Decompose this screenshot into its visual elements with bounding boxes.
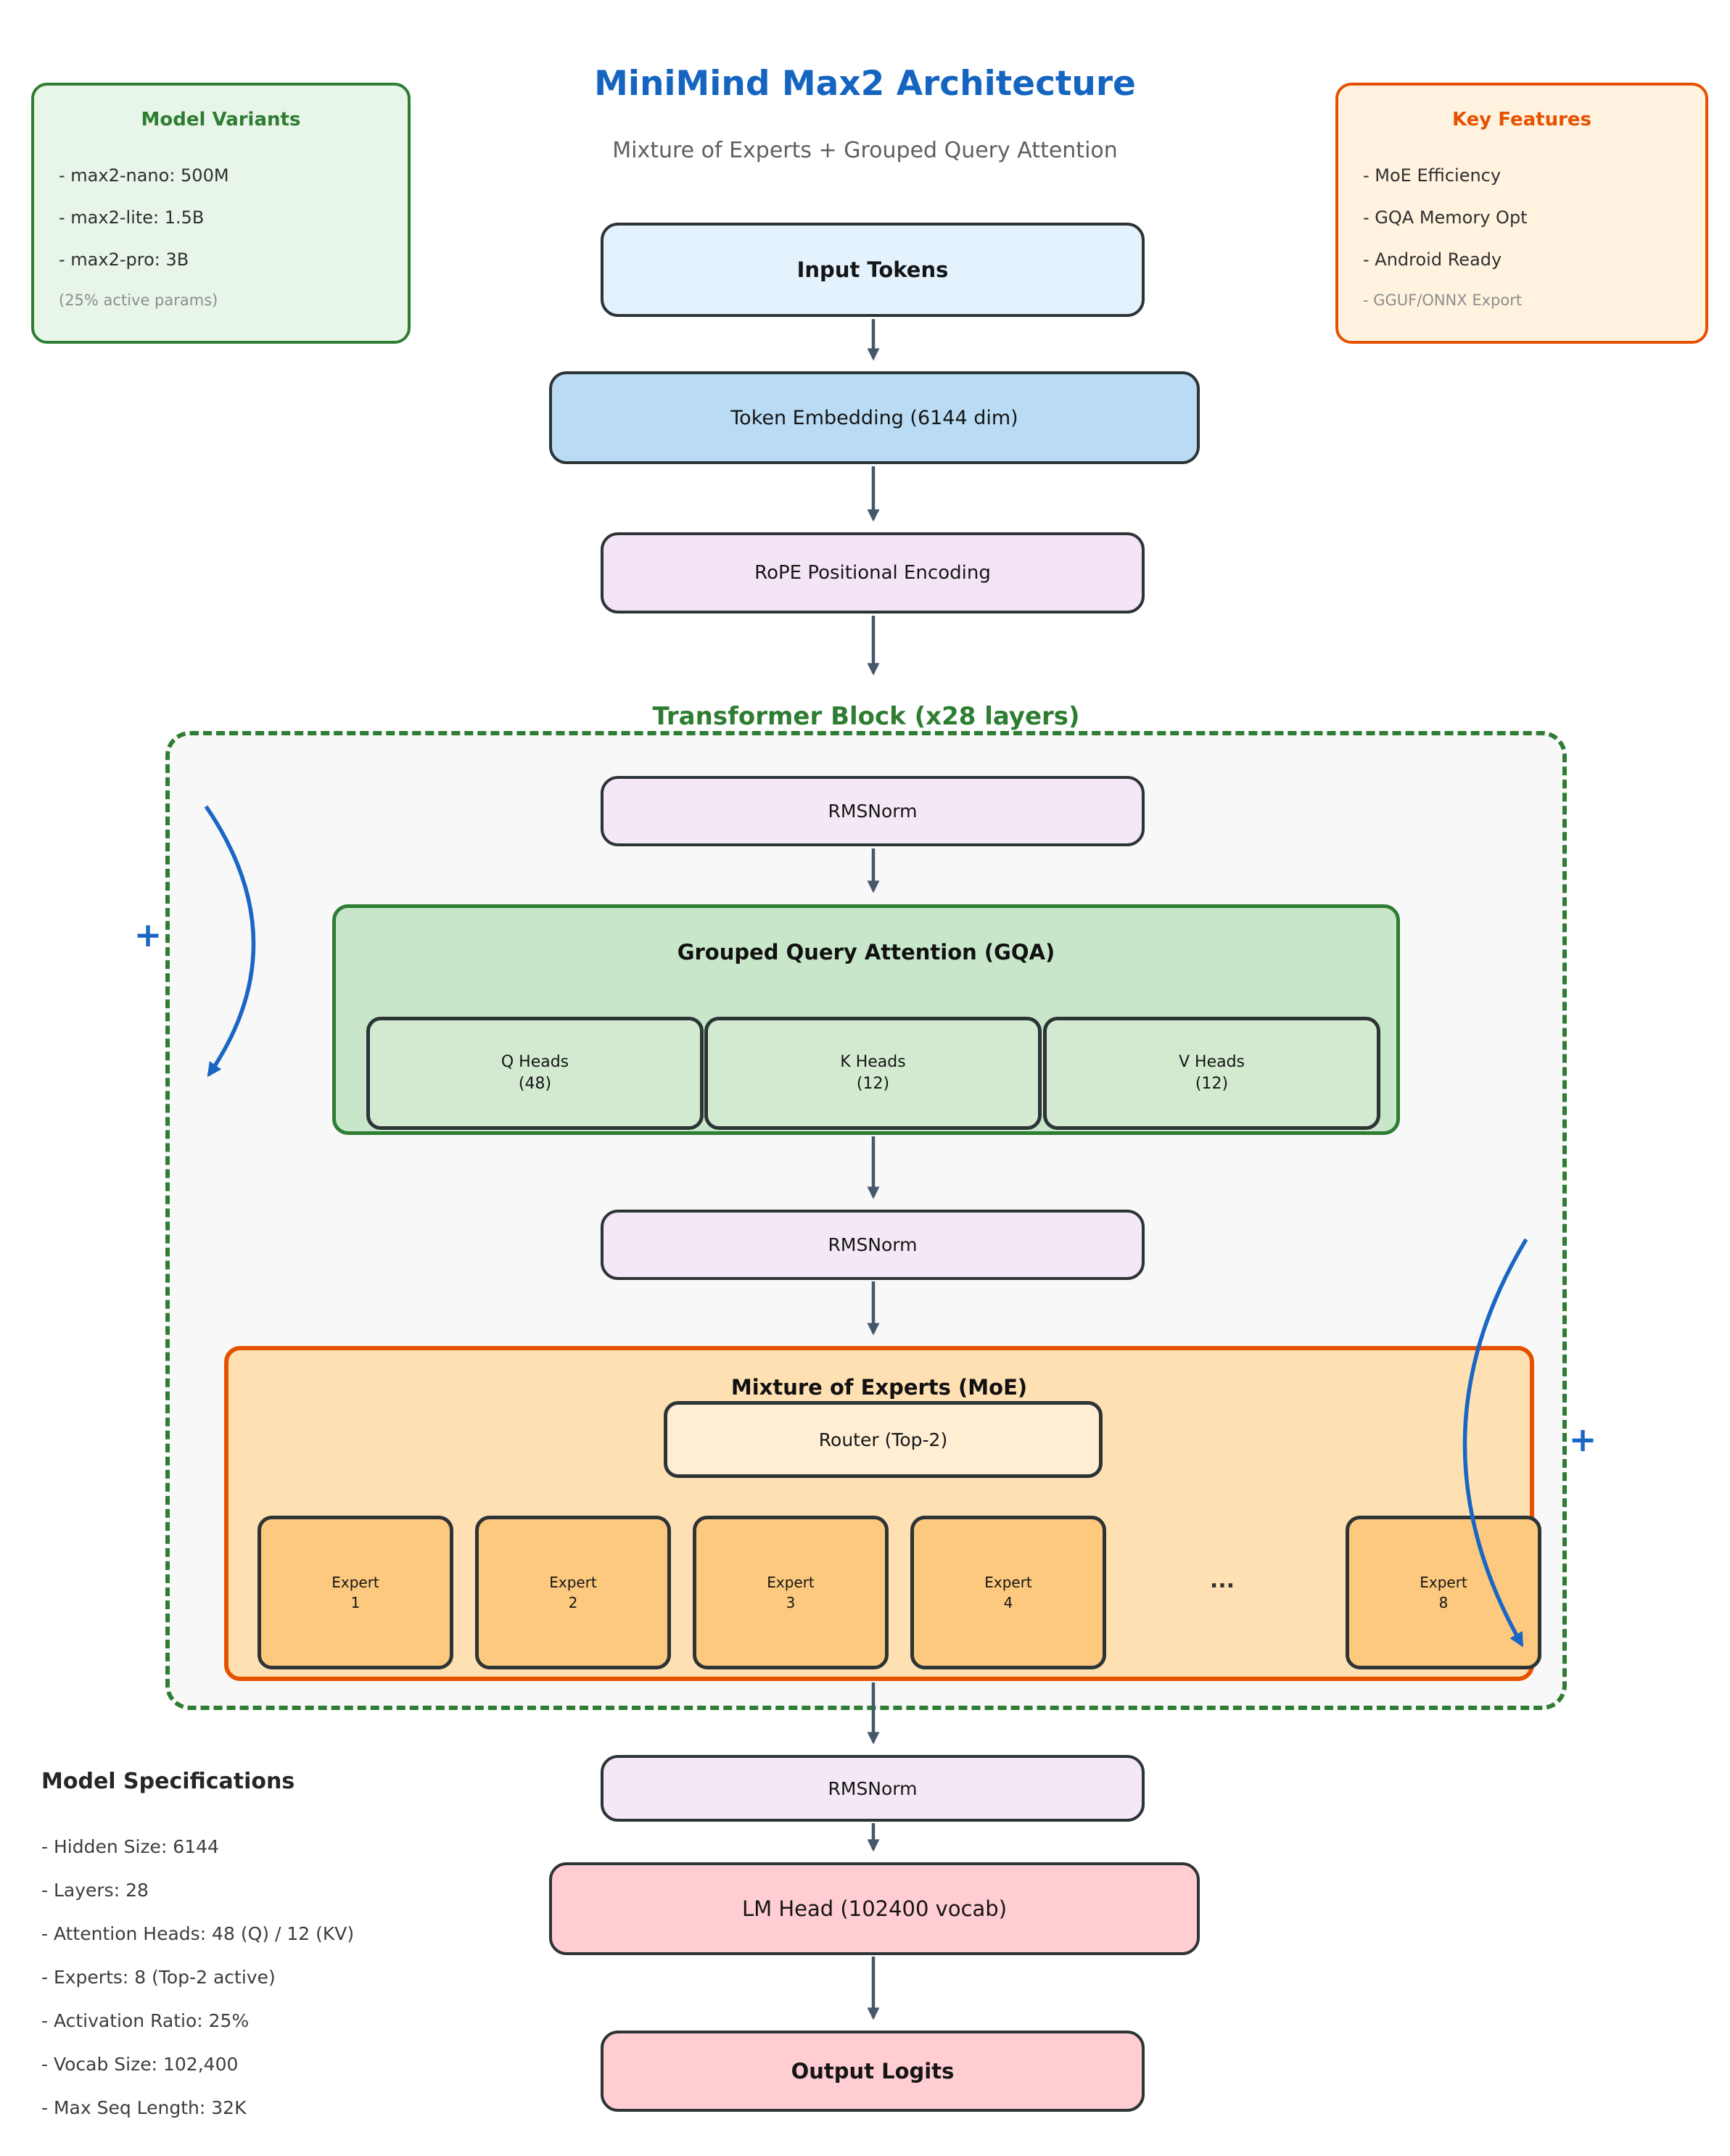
list-item: - max2-lite: 1.5B bbox=[59, 207, 205, 228]
head-count: (12) bbox=[856, 1075, 890, 1093]
key-features-list: - MoE Efficiency - GQA Memory Opt - Andr… bbox=[1363, 167, 1691, 308]
node-token-embedding: Token Embedding (6144 dim) bbox=[549, 371, 1200, 464]
expert-number: 1 bbox=[350, 1594, 361, 1611]
spec-item: - Max Seq Length: 32K bbox=[41, 2097, 247, 2118]
expert-name: Expert bbox=[1420, 1574, 1467, 1591]
spec-item: - Activation Ratio: 25% bbox=[41, 2010, 250, 2031]
list-item: - MoE Efficiency bbox=[1363, 165, 1502, 186]
node-rmsnorm-pre-moe: RMSNorm bbox=[601, 1210, 1145, 1280]
model-variants-title: Model Variants bbox=[141, 109, 301, 131]
node-expert-3: Expert 3 bbox=[693, 1516, 889, 1669]
node-k-heads: K Heads (12) bbox=[704, 1017, 1042, 1130]
head-name: Q Heads bbox=[501, 1053, 569, 1071]
expert-name: Expert bbox=[331, 1574, 379, 1591]
head-name: V Heads bbox=[1178, 1053, 1245, 1071]
model-specs-title: Model Specifications bbox=[41, 1769, 295, 1794]
model-specs: Model Specifications - Hidden Size: 6144… bbox=[41, 1771, 506, 2142]
node-v-heads: V Heads (12) bbox=[1043, 1017, 1380, 1130]
page-title: MiniMind Max2 Architecture bbox=[594, 64, 1136, 104]
model-variants-panel: Model Variants - max2-nano: 500M - max2-… bbox=[31, 83, 411, 344]
gqa-container: Grouped Query Attention (GQA) Q Heads (4… bbox=[332, 904, 1400, 1135]
list-item: - Android Ready bbox=[1363, 249, 1502, 270]
node-rope-encoding: RoPE Positional Encoding bbox=[601, 532, 1145, 614]
spec-item: - Experts: 8 (Top-2 active) bbox=[41, 1967, 276, 1988]
expert-number: 8 bbox=[1438, 1594, 1449, 1611]
residual-plus-right: + bbox=[1568, 1420, 1597, 1459]
head-count: (48) bbox=[518, 1075, 552, 1093]
expert-number: 3 bbox=[786, 1594, 796, 1611]
model-variants-list: - max2-nano: 500M - max2-lite: 1.5B - ma… bbox=[59, 167, 393, 308]
list-note: (25% active params) bbox=[59, 292, 218, 309]
list-item: - max2-nano: 500M bbox=[59, 165, 229, 186]
residual-plus-left: + bbox=[133, 915, 162, 954]
node-expert-4: Expert 4 bbox=[910, 1516, 1106, 1669]
moe-container: Mixture of Experts (MoE) Router (Top-2) … bbox=[224, 1346, 1541, 1681]
spec-item: - Hidden Size: 6144 bbox=[41, 1836, 219, 1857]
expert-number: 2 bbox=[568, 1594, 578, 1611]
node-expert-2: Expert 2 bbox=[475, 1516, 671, 1669]
node-input-tokens: Input Tokens bbox=[601, 223, 1145, 317]
head-name: K Heads bbox=[840, 1053, 906, 1071]
list-note: - GGUF/ONNX Export bbox=[1363, 292, 1523, 309]
experts-ellipsis: ... bbox=[1209, 1568, 1235, 1593]
node-output-logits: Output Logits bbox=[601, 2031, 1145, 2112]
list-item: - GQA Memory Opt bbox=[1363, 207, 1528, 228]
page-subtitle: Mixture of Experts + Grouped Query Atten… bbox=[612, 138, 1118, 163]
model-specs-list: - Hidden Size: 6144 - Layers: 28 - Atten… bbox=[41, 1838, 506, 2117]
expert-name: Expert bbox=[767, 1574, 815, 1591]
head-count: (12) bbox=[1195, 1075, 1229, 1093]
node-router: Router (Top-2) bbox=[664, 1401, 1103, 1478]
node-q-heads: Q Heads (48) bbox=[366, 1017, 704, 1130]
transformer-block-label: Transformer Block (x28 layers) bbox=[652, 702, 1080, 731]
expert-name: Expert bbox=[984, 1574, 1032, 1591]
gqa-title: Grouped Query Attention (GQA) bbox=[677, 940, 1055, 965]
node-rmsnorm-pre-attention: RMSNorm bbox=[601, 776, 1145, 846]
list-item: - max2-pro: 3B bbox=[59, 249, 189, 270]
expert-number: 4 bbox=[1003, 1594, 1013, 1611]
node-expert-1: Expert 1 bbox=[258, 1516, 453, 1669]
key-features-panel: Key Features - MoE Efficiency - GQA Memo… bbox=[1335, 83, 1708, 344]
moe-title: Mixture of Experts (MoE) bbox=[730, 1375, 1028, 1400]
node-lm-head: LM Head (102400 vocab) bbox=[549, 1862, 1200, 1955]
node-expert-8: Expert 8 bbox=[1346, 1516, 1541, 1669]
key-features-title: Key Features bbox=[1451, 109, 1592, 131]
expert-name: Expert bbox=[549, 1574, 597, 1591]
node-rmsnorm-final: RMSNorm bbox=[601, 1755, 1145, 1822]
spec-item: - Vocab Size: 102,400 bbox=[41, 2054, 239, 2075]
spec-item: - Layers: 28 bbox=[41, 1880, 149, 1901]
spec-item: - Attention Heads: 48 (Q) / 12 (KV) bbox=[41, 1923, 355, 1944]
